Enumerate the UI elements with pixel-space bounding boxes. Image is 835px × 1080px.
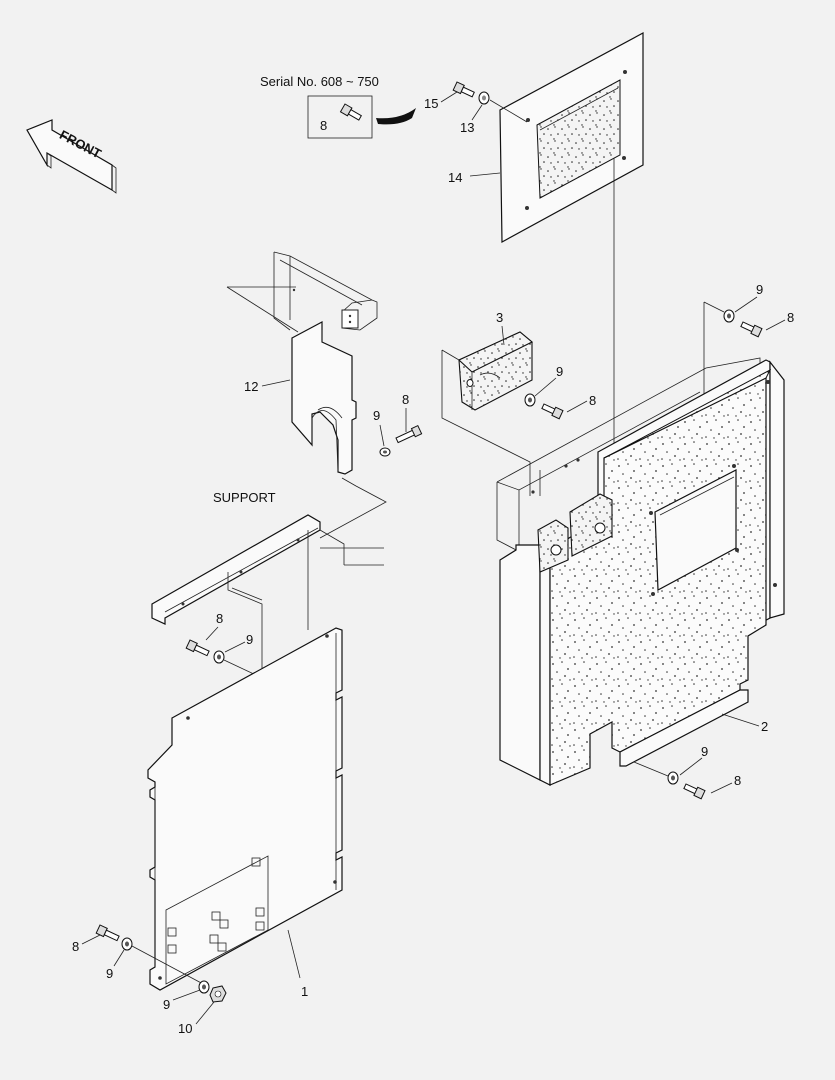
bolt-15 (452, 81, 475, 98)
callout-8-part3: 8 (589, 393, 596, 408)
serial-detail-box: Serial No. 608 ~ 750 8 (260, 74, 416, 139)
washer-9-topright (723, 309, 735, 323)
callout-9-bottom-b: 9 (163, 997, 170, 1012)
washer-9-support (213, 650, 225, 664)
callout-9-support: 9 (246, 632, 253, 647)
panel-cutout-pattern (165, 855, 269, 985)
callout-8-bottomright: 8 (734, 773, 741, 788)
washer-9-bracket (379, 447, 391, 457)
washer-9-bottom-b (198, 980, 210, 994)
washer-9-bottom-a (121, 937, 133, 951)
callout-9-part3: 9 (556, 364, 563, 379)
bolt-icon (339, 103, 363, 121)
part-14-plate: 14 (448, 31, 644, 244)
serial-label: Serial No. 608 ~ 750 (260, 74, 379, 89)
upper-support-frame (226, 251, 378, 333)
bolt-8-bottomright (683, 783, 706, 800)
callout-8-serial: 8 (320, 118, 327, 133)
support-angle-bar (151, 514, 384, 686)
callout-9-bracket: 9 (373, 408, 380, 423)
callout-15: 15 (424, 96, 438, 111)
callout-8-topright: 8 (787, 310, 794, 325)
callout-9-topright: 9 (756, 282, 763, 297)
callout-10: 10 (178, 1021, 192, 1036)
bolt-8-topright (740, 321, 763, 338)
part-3-mount-block: 3 (458, 310, 533, 411)
part-2-main-panel: 2 (496, 357, 785, 786)
callout-8-bottom: 8 (72, 939, 79, 954)
callout-3: 3 (496, 310, 503, 325)
support-label: SUPPORT (213, 490, 276, 505)
bolt-8-part3 (541, 403, 564, 420)
callout-1: 1 (301, 984, 308, 999)
part-1-side-panel: 1 (147, 627, 343, 999)
callout-8-support: 8 (216, 611, 223, 626)
part-12-bracket: 12 (244, 321, 387, 539)
washer-13 (478, 91, 490, 105)
callout-9-bottom-a: 9 (106, 966, 113, 981)
callout-12: 12 (244, 379, 258, 394)
callout-9-bottomright: 9 (701, 744, 708, 759)
bolt-8-bracket (395, 424, 423, 444)
callout-13: 13 (460, 120, 474, 135)
front-direction-arrow: FRONT (26, 119, 117, 194)
washer-9-bottomright (667, 771, 679, 785)
washer-9-part3 (524, 393, 536, 407)
bolt-8-support (185, 639, 210, 657)
callout-14: 14 (448, 170, 462, 185)
callout-8-bracket: 8 (402, 392, 409, 407)
bolt-8-bottom (95, 924, 120, 942)
callout-2: 2 (761, 719, 768, 734)
nut-10 (209, 985, 227, 1003)
mount-boss (537, 493, 613, 573)
